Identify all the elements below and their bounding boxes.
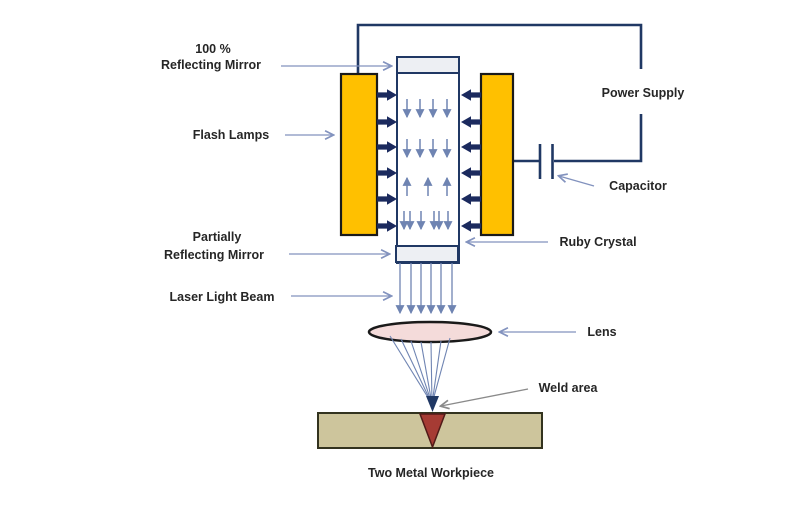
label-mirror100-line1: 100 % (195, 42, 230, 56)
converging-ray (430, 341, 433, 405)
flash-lamp-left (339, 72, 379, 237)
pump-arrow-icon (461, 116, 481, 128)
pump-arrow-icon (461, 89, 481, 101)
converging-ray (410, 340, 433, 405)
converging-ray (400, 338, 433, 405)
label-capacitor: Capacitor (609, 179, 667, 193)
pump-arrow-icon (461, 167, 481, 179)
focus-arrow-icon (426, 396, 439, 412)
label-partial-mirror-line1: Partially (193, 230, 242, 244)
partial-reflecting-mirror (395, 245, 459, 263)
label-partial-mirror-line2: Reflecting Mirror (164, 248, 264, 262)
label-weld-area: Weld area (539, 381, 599, 395)
converging-ray (431, 340, 442, 405)
label-ruby-crystal: Ruby Crystal (559, 235, 636, 249)
pump-arrow-icon (461, 141, 481, 153)
pump-arrow-icon (377, 220, 397, 232)
label-laser-light-beam: Laser Light Beam (170, 290, 275, 304)
label-power-supply: Power Supply (602, 86, 685, 100)
pump-arrow-icon (377, 193, 397, 205)
converging-beams (389, 335, 451, 412)
label-flash-lamps: Flash Lamps (193, 128, 269, 142)
wire-top-run (356, 23, 643, 73)
pump-arrow-icon (377, 141, 397, 153)
label-mirror100-line2: Reflecting Mirror (161, 58, 261, 72)
laser-beam-lines (400, 263, 452, 313)
label-workpiece: Two Metal Workpiece (368, 466, 494, 480)
pointer-arrow-capacitor (559, 176, 595, 187)
label-pointers (281, 66, 595, 406)
converging-ray (389, 335, 433, 405)
converging-ray (431, 337, 451, 405)
flash-lamp-right (479, 72, 515, 237)
full-reflecting-mirror (396, 56, 460, 74)
label-lens: Lens (587, 325, 616, 339)
wire-right-run (554, 114, 643, 163)
pump-arrow-icon (461, 193, 481, 205)
power-supply-circuit (356, 23, 643, 179)
pointer-arrow-weld-area (441, 388, 529, 406)
pump-arrow-icon (377, 167, 397, 179)
pump-arrow-icon (461, 220, 481, 232)
pump-arrow-icon (377, 89, 397, 101)
weld-area-shape (418, 413, 447, 450)
converging-ray (420, 341, 433, 405)
focusing-lens (367, 320, 493, 344)
ruby-crystal-rod (396, 56, 460, 264)
pump-arrow-icon (377, 116, 397, 128)
